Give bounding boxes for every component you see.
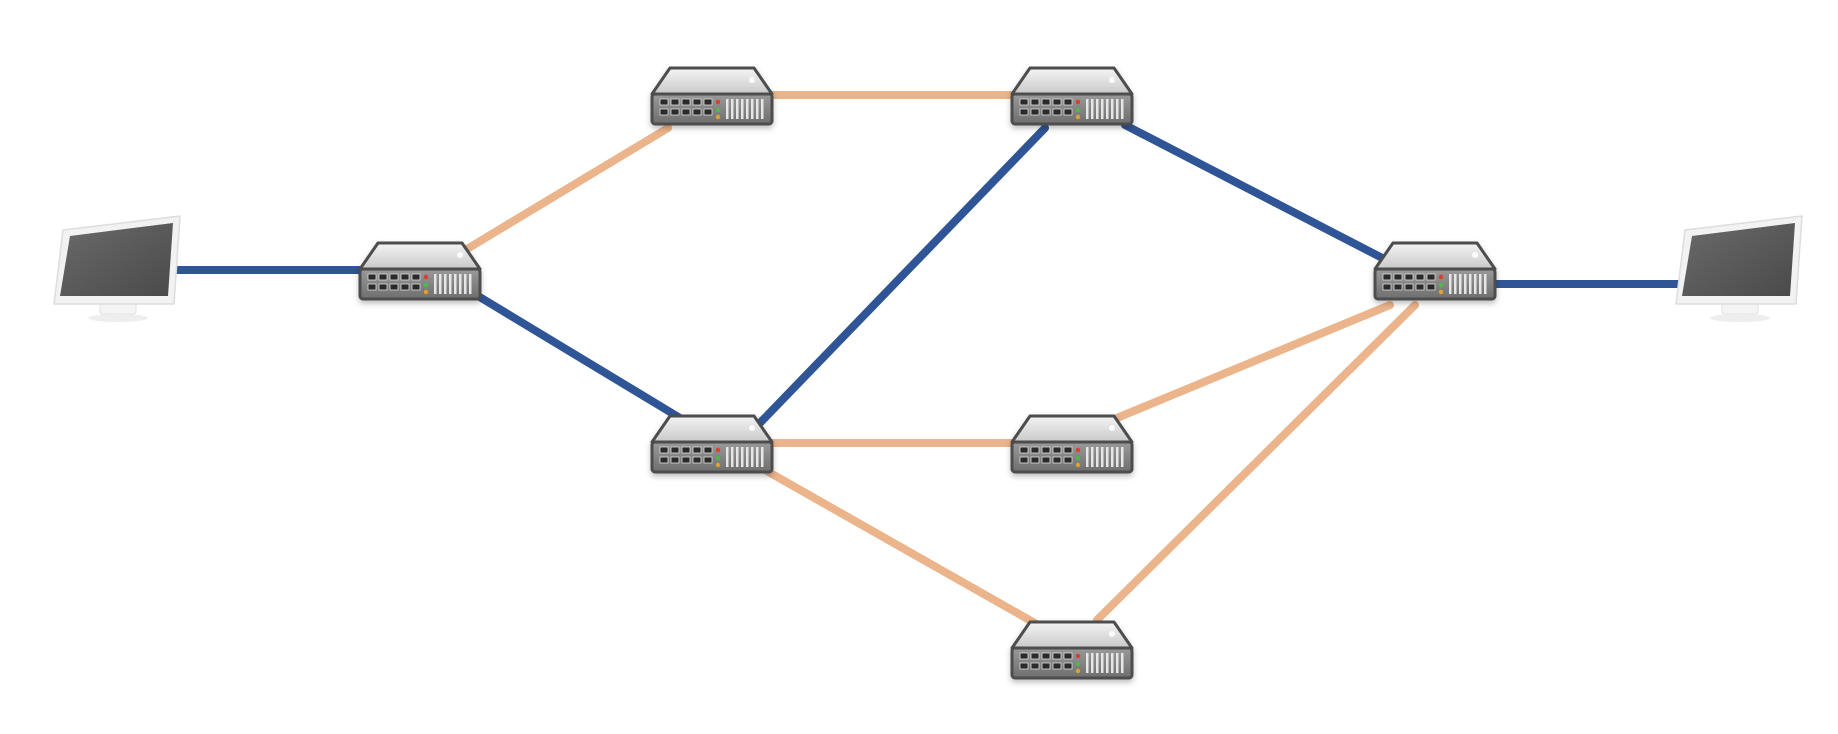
router-r1[interactable]	[358, 241, 482, 301]
router-icon	[650, 414, 774, 474]
nodes-layer	[53, 66, 1803, 680]
monitor-icon	[1675, 215, 1803, 322]
router-r7[interactable]	[1373, 241, 1497, 301]
router-icon	[650, 66, 774, 126]
computer-pc-left[interactable]	[53, 215, 181, 322]
links-layer	[161, 91, 1684, 630]
router-r3[interactable]	[650, 414, 774, 474]
link-r1-r3-active	[474, 292, 684, 422]
computer-pc-right[interactable]	[1675, 215, 1803, 322]
link-r6-r7-inactive	[1093, 301, 1419, 624]
link-r5-r7-inactive	[1108, 301, 1394, 424]
router-r2[interactable]	[650, 66, 774, 126]
router-icon	[358, 241, 482, 301]
router-r5[interactable]	[1010, 414, 1134, 474]
link-r3-r6-inactive	[761, 466, 1044, 630]
link-r4-r7-active	[1121, 121, 1394, 266]
router-r6[interactable]	[1010, 620, 1134, 680]
link-r1-r2-inactive	[458, 124, 672, 256]
router-r4[interactable]	[1010, 66, 1134, 126]
monitor-icon	[53, 215, 181, 322]
router-icon	[1373, 241, 1497, 301]
router-icon	[1010, 66, 1134, 126]
link-r3-r4-active	[753, 124, 1049, 430]
router-icon	[1010, 620, 1134, 680]
router-icon	[1010, 414, 1134, 474]
